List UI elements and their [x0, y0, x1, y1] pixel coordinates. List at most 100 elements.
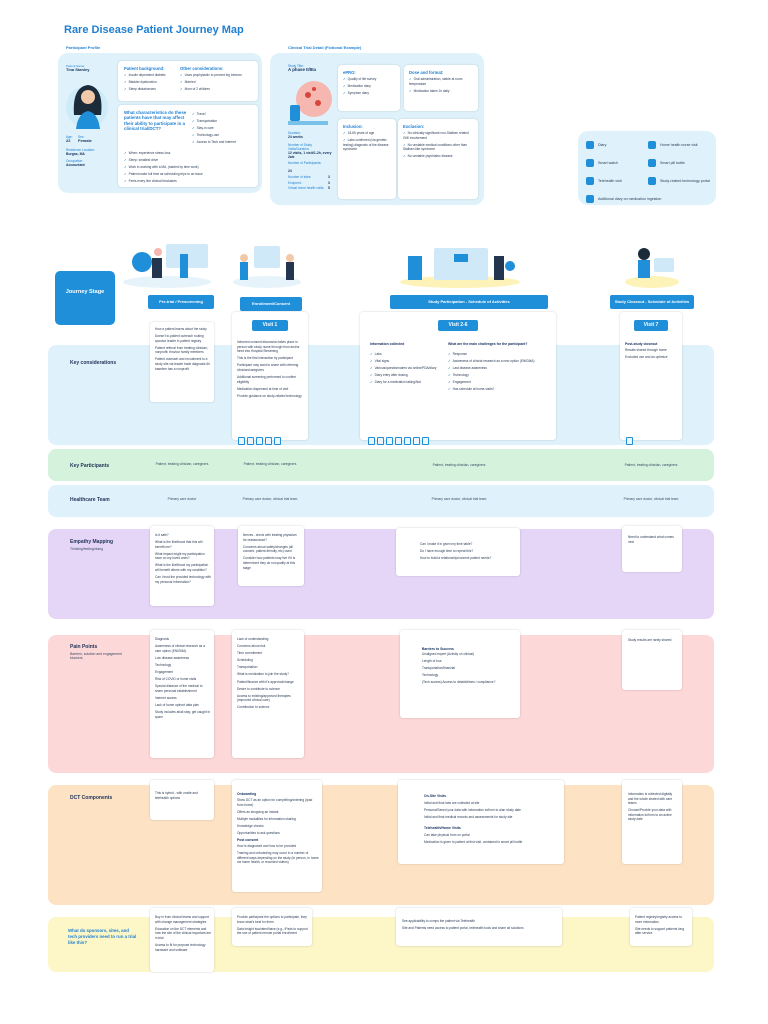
check-icon: ✓: [343, 131, 346, 135]
kc-visit1-icons: [238, 432, 283, 450]
sp-visit26-card: See applicability to comps the patient v…: [396, 908, 562, 946]
list-item: ✓Patient make full time as scheduling tr…: [124, 172, 203, 177]
kp-visit26: Patient, treating clinician, caregivers: [432, 463, 486, 467]
key-considerations-label: Key considerations: [70, 360, 117, 366]
diary-icon: [238, 437, 245, 445]
list-item: Choose/Provide your data with informatio…: [628, 808, 672, 822]
participants-value: 24: [288, 169, 292, 173]
list-item: Education on the DCT elements and how th…: [155, 926, 211, 940]
list-item: ✓Mom of 2 children: [180, 87, 211, 92]
check-icon: ✓: [448, 359, 451, 364]
kp-pre: Patient, treating clinician, caregivers: [155, 462, 209, 466]
list-item: ✓Technology-use: [192, 133, 219, 138]
list-item: Provide participant the options to parti…: [237, 915, 307, 924]
check-icon: ✓: [448, 387, 451, 392]
list-item: Concerns about safety/changes (all conse…: [243, 544, 293, 554]
legend-item: Additional diary on medication ingestion: [586, 195, 710, 209]
kc-visit26-icons: [368, 432, 431, 450]
check-icon: ✓: [343, 138, 346, 143]
patient-name-label: Patient Name:: [66, 64, 86, 68]
check-icon: ✓: [448, 352, 451, 356]
list-item: ✓Bladder dysfunction: [124, 80, 157, 85]
check-icon: ✓: [192, 133, 195, 138]
sp-visit7-list: Patient registry/registry access to more…: [635, 915, 689, 938]
check-icon: ✓: [403, 154, 406, 159]
stage-prescreening: Pre-trial / Prescreening: [148, 295, 214, 309]
ht-visit26: Primary care doctor, clinical trial team: [431, 497, 487, 501]
list-item: ✓Medication taken 2x daily: [409, 88, 450, 93]
list-item: Training and onboarding may occur in a n…: [237, 851, 319, 865]
key-participants-band: [48, 449, 714, 481]
dct-onboarding-list: Show DCT as an option for completing/ord…: [237, 798, 319, 838]
dose-list: ✓Oral administration, stable at room tem…: [409, 77, 475, 96]
em-visit1-card: Nerves - check with treating physician f…: [238, 526, 304, 586]
check-icon: ✓: [124, 80, 127, 85]
check-icon: ✓: [124, 87, 127, 92]
other-title: Other considerations:: [180, 66, 224, 71]
legend-item: Home health nurse visit: [648, 141, 710, 155]
stage-participation: Study Participation - Schedule of Activi…: [390, 295, 548, 309]
list-item: This is the first interaction by partici…: [237, 356, 293, 361]
check-icon: ✓: [124, 179, 127, 184]
kc-challenges-list: ✓Response✓Awareness of clinical research…: [448, 352, 548, 395]
sp-visit7-card: Patient registry/registry access to more…: [630, 908, 692, 946]
sp-visit26-list: See applicability to comps the patient v…: [402, 919, 558, 933]
occupation-label: Occupation:: [66, 159, 84, 163]
list-item: Technology: [155, 662, 172, 667]
list-item: This is hybrid - with onsite and telehea…: [155, 791, 198, 800]
list-item: Can I trust the provided technology with…: [155, 575, 211, 584]
endpoint-label: Endpoint:: [288, 181, 302, 185]
em-visit26-list: Can I make it in given my time table?Do …: [420, 542, 516, 563]
legend-item: Telehealth visit: [586, 177, 648, 191]
check-icon: ✓: [343, 84, 346, 89]
list-item: Technology: [422, 673, 439, 678]
pp-visit7-list: Study results are rarely shared: [628, 638, 678, 645]
list-item: ✓Labs confirmed (via genetic testing) di…: [343, 138, 389, 152]
kc-visit26-card: Visit 2-6 Information collected ✓Labs✓Vi…: [360, 312, 556, 445]
epro-title: ePRO:: [343, 70, 356, 75]
list-item: Study includes at/all stay; get caught i…: [155, 710, 211, 719]
healthcare-team-band: [48, 485, 714, 517]
nurse-icon: [648, 141, 656, 150]
kc-info-title: Information collected: [370, 342, 405, 346]
characteristics-list: ✓Travel✓Transportation✓Stay-in care✓Tech…: [192, 112, 236, 147]
kp-visit1: Patient, treating clinician, caregivers: [243, 462, 297, 466]
telehealth-icon: [586, 177, 594, 186]
list-item: ✓Vital signs: [370, 359, 390, 364]
residence-label: Residence Location:: [66, 148, 95, 152]
list-item: ✓Diary entry after dosing: [370, 373, 408, 378]
participation-illustration: [400, 248, 520, 288]
visits-label: Number of Study Visits/Duration:: [288, 143, 312, 152]
list-item: Nerves - check with treating physician f…: [243, 533, 297, 542]
dct-postconsent-title: Post consent: [237, 838, 259, 842]
list-item: Patient/finance with it's approval/chang…: [237, 679, 294, 684]
inclusion-list: ✓18-65 years of age✓Labs confirmed (via …: [343, 131, 393, 154]
exclusion-card: Exclusion: ✓No clinically significant no…: [398, 119, 478, 199]
ht-visit7: Primary care doctor, clinical trial team: [623, 497, 679, 501]
pill-bottle-icon: [404, 437, 411, 445]
list-item: Initial and final labs are collected at …: [424, 801, 480, 805]
sponsors-band: [48, 917, 714, 972]
healthcare-team-label: Healthcare Team: [70, 497, 110, 503]
dct-band: [48, 785, 714, 905]
sp-visit1-list: Provide participant the options to parti…: [237, 915, 309, 938]
list-item: What impact might my participation have …: [155, 551, 205, 561]
stage-closeout: Study Closeout - Schedule of Activities: [610, 295, 694, 309]
list-item: Can I make it in given my time table?: [420, 542, 473, 546]
diary-icon: [368, 437, 375, 445]
list-item: Unaligned expert (Activity on clinical): [422, 652, 475, 656]
list-item: Data insight two/rated/have (e.g., iPads…: [237, 926, 308, 936]
dct-onsite-title: On-Site Visits: [424, 794, 446, 798]
epro-list: ✓Quality of life survey✓Medication diary…: [343, 77, 376, 98]
closeout-illustration: [625, 248, 679, 288]
list-item: (Tech access) Access to details/times / …: [422, 680, 496, 685]
list-item: Patient referral from treating clinician…: [155, 345, 208, 355]
epro-card: ePRO: ✓Quality of life survey✓Medication…: [338, 65, 400, 111]
list-item: ✓Last disease awareness: [448, 366, 487, 371]
sex-label: Sex:: [78, 135, 85, 139]
dct-onsite-list: Initial and final labs are collected at …: [424, 801, 562, 822]
kc-visit1-card: Visit 1 Informed consent discussion take…: [232, 312, 308, 445]
list-item: Contribution to science: [237, 705, 270, 710]
list-item: ✓Awareness of clinical research as a new…: [448, 359, 535, 364]
